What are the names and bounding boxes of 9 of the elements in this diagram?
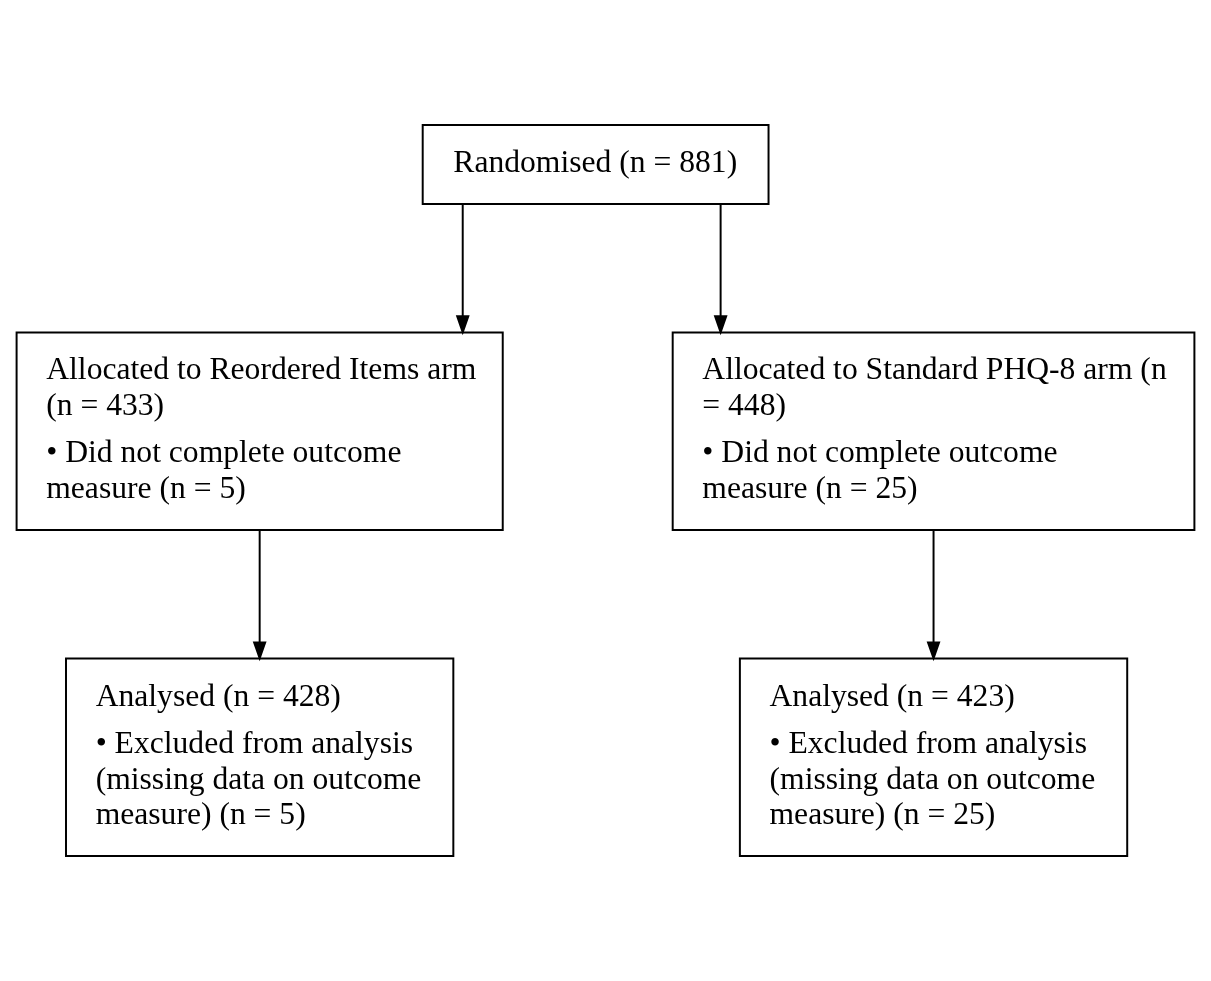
arrow [252, 529, 267, 662]
arrow [926, 529, 941, 662]
node-box: Allocated to Reordered Items arm (n = 433) • Did not complete outcome measure (n = 5) [15, 331, 504, 531]
arrow [713, 203, 728, 336]
node-box: Analysed (n = 423) • Excluded from analysis (missing data on outcome measure) (n = 25) [738, 657, 1129, 858]
node-box: Allocated to Standard PHQ-8 arm (n = 448) • Did not complete outcome measure (n = 25) [671, 331, 1196, 531]
node-box: Randomised (n = 881) [421, 123, 770, 205]
arrow [455, 203, 470, 336]
node-box: Analysed (n = 428) • Excluded from analysis (missing data on outcome measure) (n = 5) [65, 657, 455, 858]
